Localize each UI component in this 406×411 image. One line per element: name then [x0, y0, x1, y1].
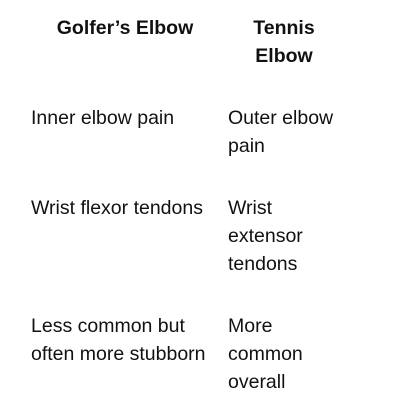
- cell-tennis-location: Outer elbow pain: [228, 107, 334, 157]
- cell-golfers-location: Inner elbow pain: [31, 107, 175, 129]
- column-header-tennis-elbow: Tennis Elbow: [253, 17, 315, 67]
- cell-tennis-prevalence: More common overall: [228, 315, 303, 393]
- cell-golfers-tendons: Wrist flexor tendons: [31, 197, 203, 219]
- cell-tennis-tendons: Wrist extensor tendons: [228, 197, 303, 275]
- column-header-golfers-elbow: Golfer’s Elbow: [56, 17, 194, 39]
- cell-golfers-prevalence: Less common but often more stubborn: [31, 315, 206, 365]
